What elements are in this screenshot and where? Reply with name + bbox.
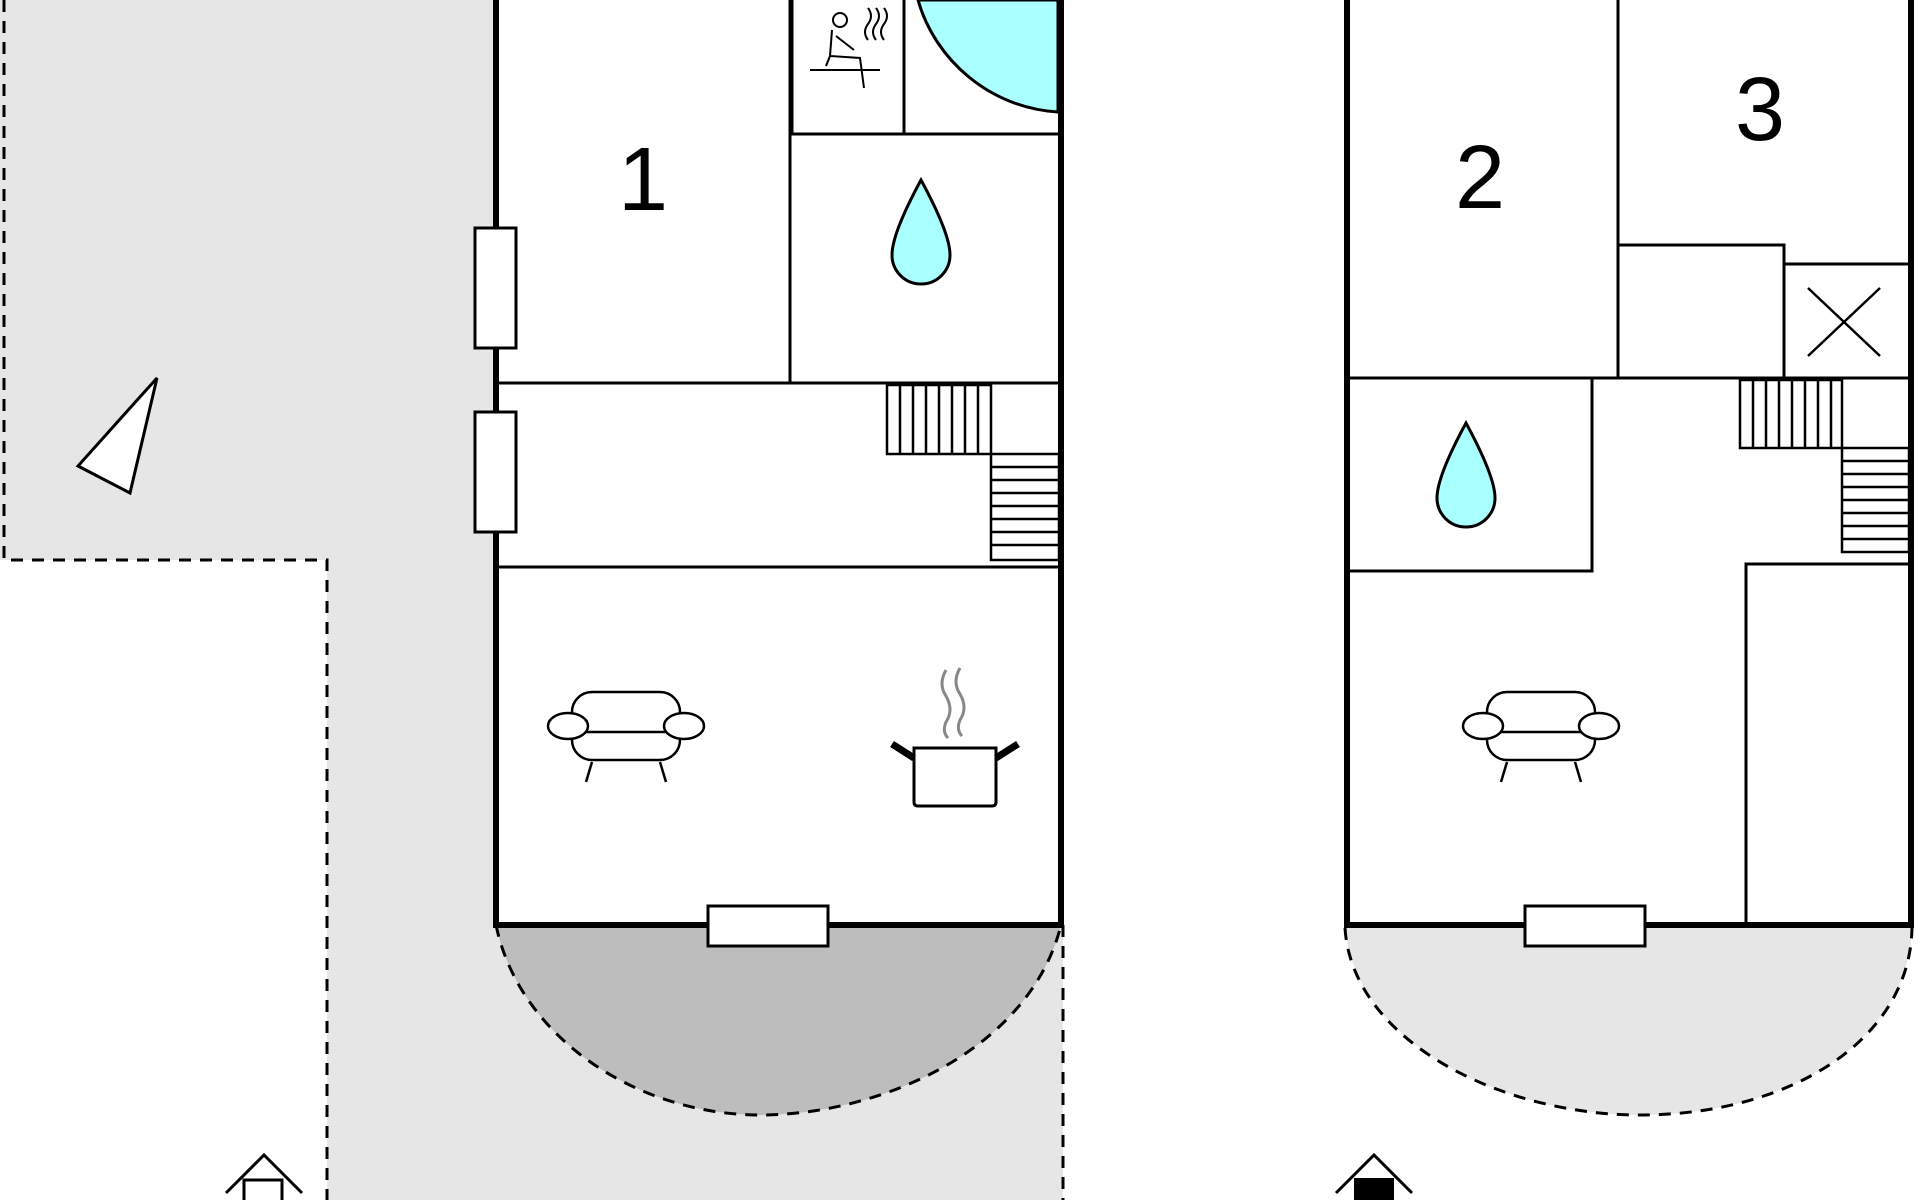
- terrace-boundary: [2, 0, 329, 1200]
- covered-terrace-edge: [494, 924, 1063, 1117]
- wall-room3-bottom: [1618, 243, 1786, 378]
- covered-terrace: [496, 925, 1061, 1115]
- window-2: [473, 410, 518, 534]
- sofa-icon: [546, 690, 706, 783]
- sofa-icon-upper: [1461, 690, 1621, 783]
- window-1: [473, 226, 518, 350]
- window-front-upper: [1523, 904, 1647, 948]
- upper-interior: [1347, 0, 1911, 925]
- closet-x-icon: [1807, 287, 1881, 357]
- upper-floor: 2 3: [1334, 0, 1914, 1200]
- bathroom-upper-walls: [1347, 378, 1594, 573]
- wall-right-room: [1744, 562, 1911, 925]
- ground-floor: 1: [0, 0, 1065, 1200]
- shower-icon: [916, 0, 1060, 114]
- room-3-label: 3: [1735, 60, 1785, 160]
- sauna-icon: [810, 7, 888, 89]
- balcony-edge: [1343, 927, 1914, 1117]
- room-1-label: 1: [618, 130, 668, 230]
- room-2-label: 2: [1455, 128, 1505, 228]
- outdoor-terrace: [0, 0, 494, 1200]
- house-outline-icon: [224, 1152, 304, 1200]
- house-filled-icon: [1334, 1152, 1414, 1200]
- stairs-icon-upper: [1738, 378, 1911, 554]
- bathroom-water-drop-icon-upper: [1435, 419, 1497, 529]
- north-arrow-icon: [75, 376, 159, 496]
- stairs-icon: [885, 383, 1061, 562]
- balcony: [1345, 925, 1912, 1115]
- kitchen-pot-icon: [890, 667, 1020, 808]
- window-front-1: [706, 904, 830, 948]
- bathroom-water-drop-icon: [890, 176, 952, 286]
